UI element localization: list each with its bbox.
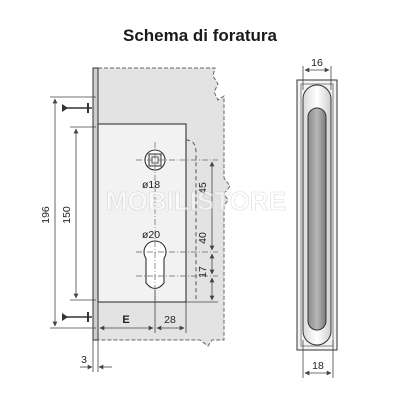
front-view: 196 150 45 40 17 ø18 ø20 E 28 [40,67,231,372]
dim-cylinder-diameter-label: ø20 [142,229,160,241]
side-slot [307,107,327,331]
diagram-title: Schema di foratura [123,26,277,45]
dim-overall-height [50,96,96,329]
dim-side-top [302,66,332,90]
center-lines [136,142,218,300]
dim-fixing-span [70,126,96,301]
dim-side-bottom [302,340,334,378]
screw-bottom [62,312,92,322]
side-view: 16 18 [296,57,338,378]
dim-faceplate-thickness [80,340,112,372]
faceplate [92,67,99,341]
dim-45-label: 45 [197,182,209,194]
dim-18-label: 18 [312,360,324,372]
dim-bottom-horizontal [97,290,187,333]
dim-17-label: 17 [197,266,209,278]
dim-40-label: 40 [197,232,209,244]
dim-spindle-diameter-label: ø18 [142,179,160,191]
dim-right-chain [186,161,218,303]
dim-backset-label: E [122,314,129,326]
dim-196-label: 196 [40,206,52,224]
pocket-outline [185,139,197,300]
dim-16-label: 16 [311,57,323,69]
dim-3-label: 3 [81,354,87,366]
side-inner-edge [300,83,334,347]
dim-28-label: 28 [164,314,176,326]
screw-top [62,103,92,113]
watermark: MOBILISTORE [106,186,286,216]
lock-body [97,123,187,303]
dim-150-label: 150 [61,206,73,224]
